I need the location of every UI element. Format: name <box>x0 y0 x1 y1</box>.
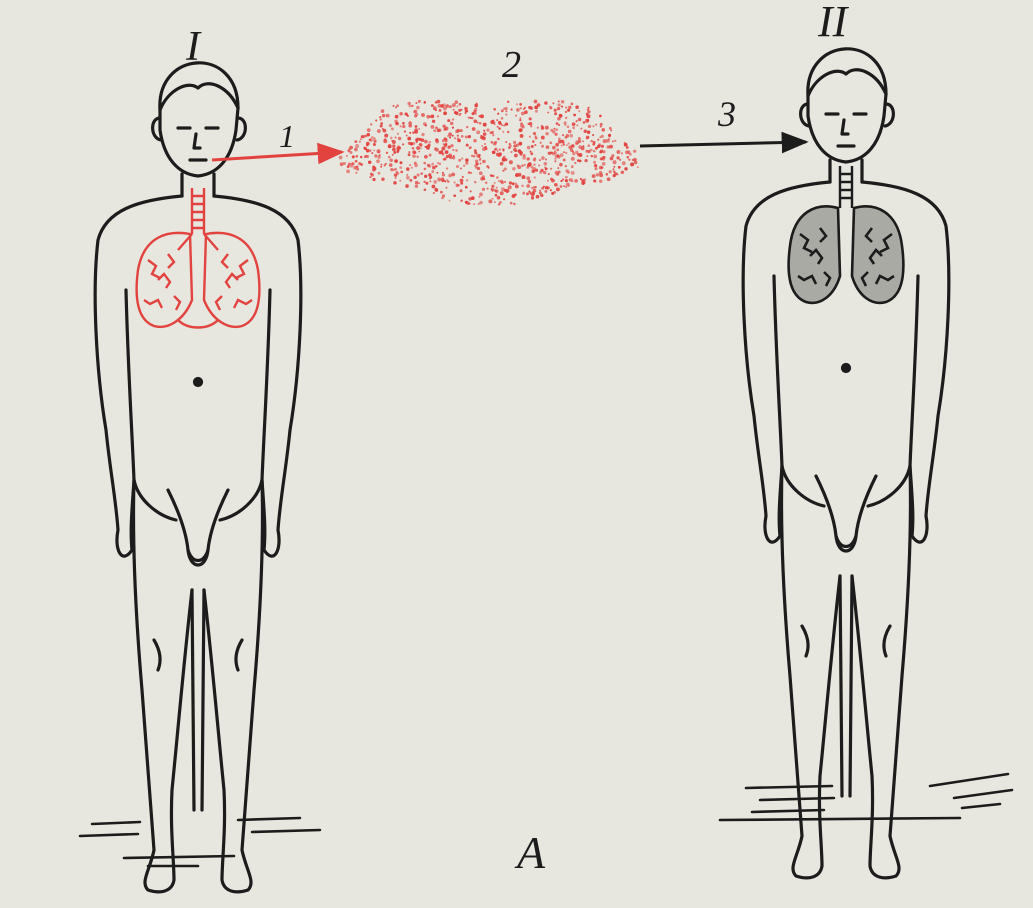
step-3-label: 3 <box>718 96 736 132</box>
right-person-lungs <box>789 206 904 303</box>
left-trachea <box>192 188 204 234</box>
arrow-3 <box>640 142 806 146</box>
person-left-label: I <box>186 26 200 68</box>
left-person-lungs <box>137 233 260 328</box>
right-trachea <box>840 166 852 208</box>
person-left-figure <box>95 63 301 892</box>
step-2-label: 2 <box>502 46 521 84</box>
ground-left <box>80 818 320 866</box>
step-1-label: 1 <box>279 120 295 152</box>
arrow-1 <box>212 152 342 160</box>
panel-label: A <box>517 830 545 876</box>
person-right-label: II <box>818 0 847 44</box>
ground-right <box>720 774 1012 820</box>
person-right-figure <box>743 49 949 878</box>
droplet-cloud <box>339 100 639 206</box>
